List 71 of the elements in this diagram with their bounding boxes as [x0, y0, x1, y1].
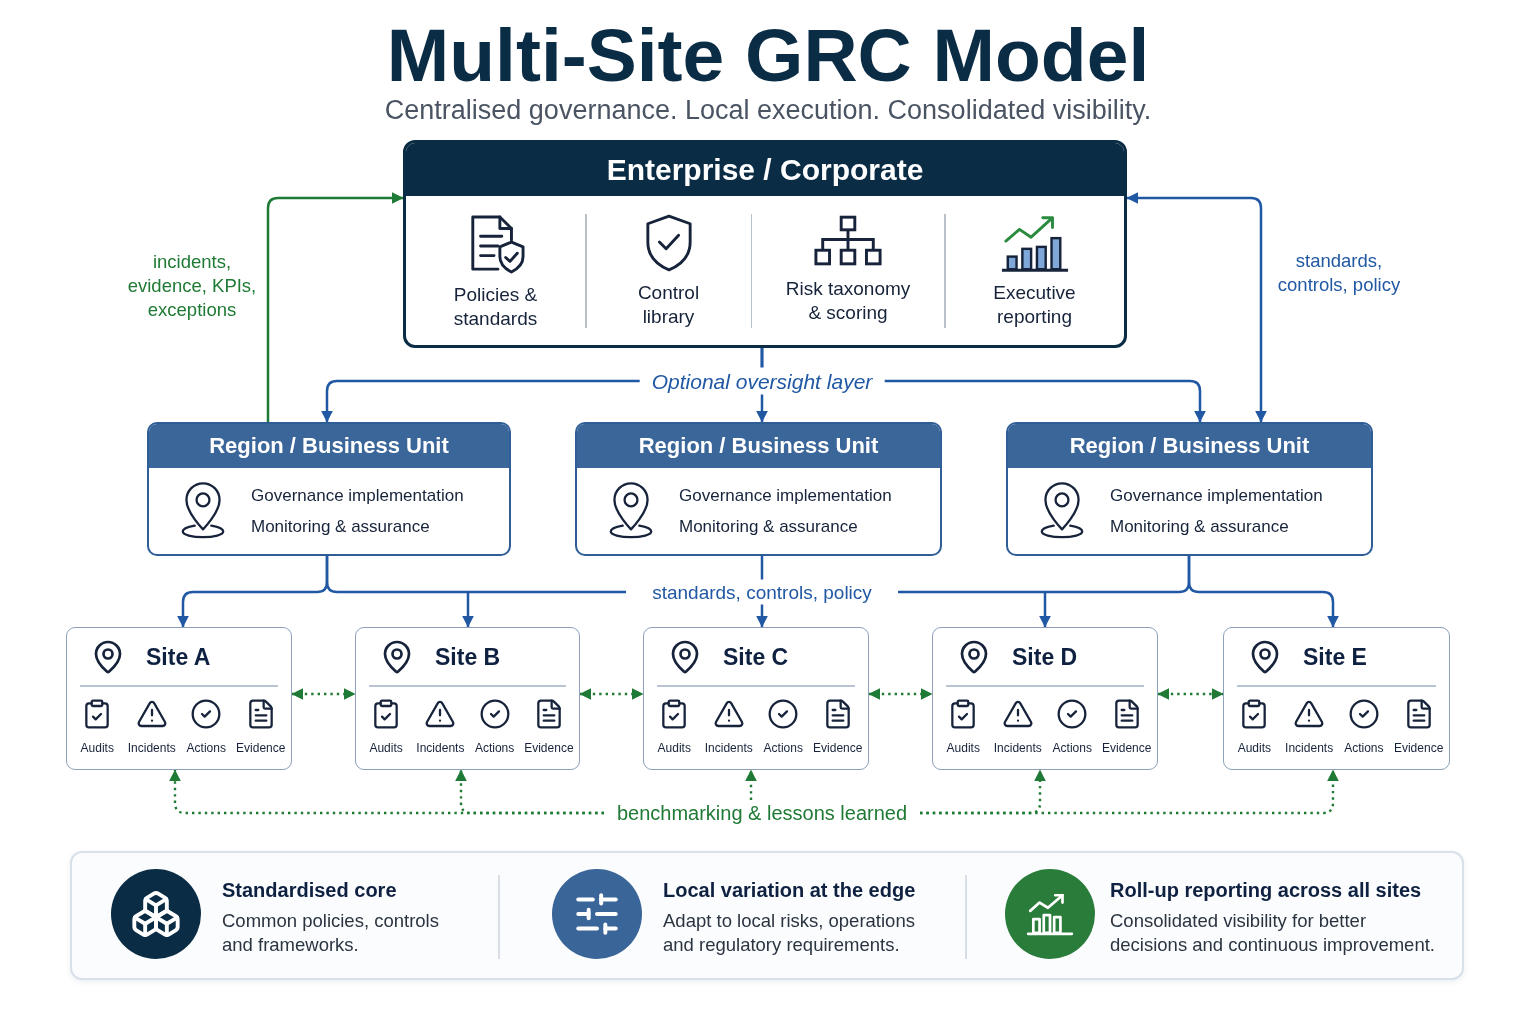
item-label: Evidence [236, 741, 286, 755]
feature-heading: Local variation at the edge [663, 878, 917, 903]
item-label: Risk taxonomy & scoring [784, 277, 912, 325]
panel-header: Region / Business Unit [1008, 424, 1371, 468]
item-label: Actions [474, 741, 515, 755]
item-label: Actions [1052, 741, 1092, 755]
item-label: Audits [946, 741, 980, 755]
task-text: Governance implementation [251, 485, 464, 507]
arrow [1187, 556, 1339, 628]
region-box [147, 422, 511, 556]
enterprise-box [403, 140, 1127, 348]
panel-header: Enterprise / Corporate [406, 143, 1124, 196]
item-label: Incidents [1285, 741, 1334, 755]
arrow [266, 192, 404, 422]
dotted-arrow [745, 769, 757, 800]
subtitle: Centralised governance. Local execution. Consolidated visibility. [384, 95, 1152, 125]
item-label: Executive reporting [992, 281, 1077, 329]
site-card [66, 627, 292, 770]
item-label: Audits [80, 741, 114, 755]
task-text: Monitoring & assurance [251, 516, 431, 538]
panel-header: Region / Business Unit [149, 424, 509, 468]
item-label: Evidence [813, 741, 863, 755]
site-card [643, 627, 869, 770]
site-name: Site C [723, 643, 789, 671]
site-card [355, 627, 580, 770]
item-label: Incidents [704, 741, 753, 755]
arrow [1126, 192, 1267, 423]
item-label: Evidence [1393, 741, 1444, 755]
item-label: Actions [763, 741, 803, 755]
dotted-arrow [579, 688, 644, 700]
task-text: Monitoring & assurance [1110, 516, 1290, 538]
edge-label: standards, controls, policy [1276, 249, 1402, 297]
item-label: Incidents [416, 741, 465, 755]
feature-description: Common policies, controls and frameworks. [222, 909, 440, 957]
diagram-title: Multi-Site GRC Model [386, 17, 1150, 93]
dotted-arrow [455, 769, 604, 815]
site-name: Site A [146, 643, 211, 671]
site-name: Site D [1012, 643, 1078, 671]
dotted-arrow [920, 769, 1339, 815]
region-box [1006, 422, 1373, 556]
feature-heading: Roll-up reporting across all sites [1110, 878, 1423, 903]
item-label: Control library [636, 281, 701, 329]
summary-panel [70, 851, 1464, 980]
dotted-arrow [868, 688, 933, 700]
site-name: Site E [1303, 643, 1367, 671]
item-label: Policies & standards [452, 283, 539, 331]
site-name: Site B [435, 643, 501, 671]
dotted-arrow [291, 688, 356, 700]
item-label: Actions [186, 741, 226, 755]
edge-label: incidents, evidence, KPIs, exceptions [126, 250, 258, 322]
dotted-arrow [1157, 688, 1224, 700]
feature-description: Adapt to local risks, operations and regulatory requirements. [663, 909, 916, 957]
item-label: Audits [657, 741, 691, 755]
item-label: Incidents [127, 741, 176, 755]
feature-description: Consolidated visibility for better decisions and continuous improvement. [1110, 909, 1436, 957]
item-label: Audits [369, 741, 403, 755]
site-card [932, 627, 1158, 770]
item-label: Incidents [993, 741, 1042, 755]
item-label: Evidence [524, 741, 574, 755]
task-text: Monitoring & assurance [679, 516, 859, 538]
feature-heading: Standardised core [222, 878, 398, 903]
region-box [575, 422, 942, 556]
item-label: Actions [1344, 741, 1384, 755]
site-card [1223, 627, 1450, 770]
arrow [325, 554, 628, 629]
edge-label: Optional oversight layer [639, 367, 885, 395]
item-label: Audits [1237, 741, 1272, 755]
panel-header: Region / Business Unit [577, 424, 940, 468]
task-text: Governance implementation [1110, 485, 1323, 507]
item-label: Evidence [1102, 741, 1152, 755]
task-text: Governance implementation [679, 485, 892, 507]
